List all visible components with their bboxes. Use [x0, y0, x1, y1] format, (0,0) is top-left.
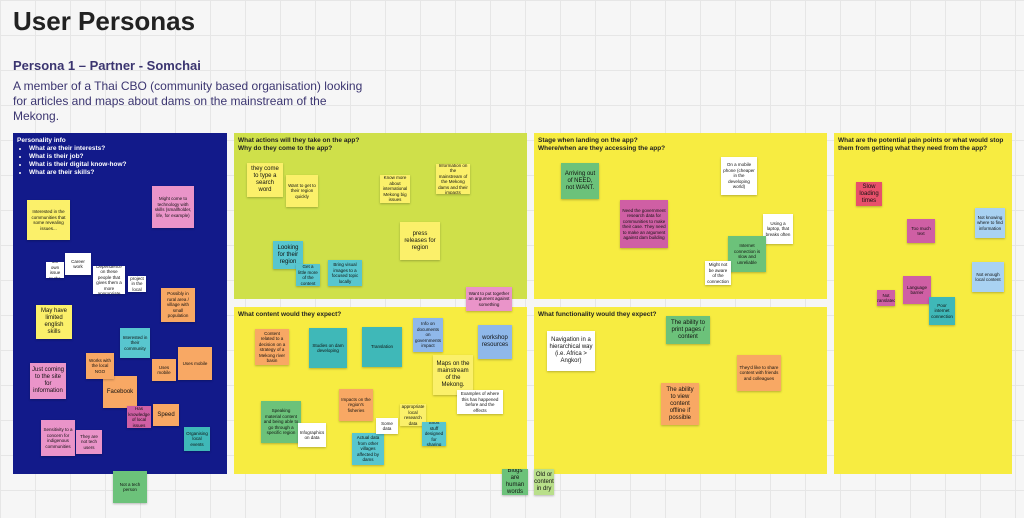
sticky-note[interactable]: Career work — [65, 253, 91, 275]
sticky-note[interactable]: appropriate local research data — [400, 404, 426, 426]
board-title: User Personas — [13, 6, 196, 36]
personality-panel-title: Personality info — [17, 137, 66, 144]
sticky-note[interactable]: they come to type a search word — [247, 163, 283, 197]
sticky-note[interactable]: Want to put together an argument against… — [466, 287, 512, 311]
sticky-note[interactable]: Not knowing where to find information — [975, 208, 1005, 238]
personality-question: What is their digital know-how? — [29, 161, 127, 169]
sticky-note[interactable]: Might come to technology with skills (sm… — [152, 186, 194, 228]
sticky-note[interactable]: Blogs are human words — [502, 469, 528, 495]
sticky-note[interactable]: Language barrier — [903, 276, 931, 304]
personality-question: What are their interests? — [29, 145, 127, 153]
sticky-note[interactable]: Bring visual images to a focused topic l… — [328, 260, 362, 286]
pain-points-panel-title: What are the potential pain points or wh… — [838, 137, 1004, 152]
sticky-note[interactable]: Has knowledge of local issues — [127, 406, 151, 428]
content-panel-title: What content would they expect? — [238, 311, 342, 318]
sticky-note[interactable]: Some data — [376, 418, 398, 434]
stage-panel-title: Stage when landing on the app? Where/whe… — [538, 137, 666, 152]
sticky-note[interactable]: Interested in the communities that some … — [27, 200, 70, 240]
sticky-note[interactable]: They are not tech users — [76, 430, 102, 454]
sticky-note[interactable]: Not a tech person — [113, 471, 147, 503]
sticky-note[interactable]: Speed — [153, 404, 179, 426]
sticky-note[interactable]: The ability to print pages / content — [666, 316, 710, 344]
persona-description: A member of a Thai CBO (community based … — [13, 79, 363, 123]
sticky-note[interactable]: Know more about international Mekong big… — [380, 175, 410, 203]
personality-question: What are their skills? — [29, 169, 127, 177]
sticky-note[interactable]: Organising local events — [184, 427, 210, 451]
actions-panel: What actions will they take on the app? … — [234, 133, 527, 299]
sticky-note[interactable]: Need the government research data for co… — [620, 200, 668, 248]
sticky-note[interactable]: Not enough local content — [972, 262, 1004, 292]
sticky-note[interactable]: On a mobile phone (cheaper in the develo… — [721, 157, 757, 195]
sticky-note[interactable]: Sensitivity to a concern for indigenous … — [41, 420, 75, 456]
sticky-note[interactable]: Uses mobile — [178, 347, 212, 380]
sticky-note[interactable]: Cover our own issue to the basin — [46, 262, 64, 278]
sticky-note[interactable]: Maps on the mainstream of the Mekong. — [433, 355, 473, 395]
sticky-note[interactable]: Studies on dam developing — [309, 328, 347, 368]
personality-question: What is their job? — [29, 153, 127, 161]
stage-panel: Stage when landing on the app? Where/whe… — [534, 133, 827, 299]
sticky-note[interactable]: press releases for region — [400, 222, 440, 260]
sticky-note[interactable]: Dependence on these people that gives th… — [93, 266, 125, 294]
sticky-note[interactable]: Sees a project in the local context — [128, 276, 146, 292]
sticky-note[interactable]: Using a laptop, that breaks often — [763, 214, 793, 244]
sticky-note[interactable]: The ability to view content offline if p… — [661, 383, 699, 425]
sticky-note[interactable]: Internet connection is slow and unreliab… — [728, 236, 766, 272]
sticky-note[interactable]: Old or content in dry — [534, 469, 554, 495]
sticky-note[interactable]: Infographics on data — [298, 423, 326, 447]
sticky-note[interactable]: Examples of where this has happened befo… — [457, 390, 503, 414]
sticky-note[interactable]: Too much text — [907, 219, 935, 243]
sticky-note[interactable]: Short stuff designed for sharing — [422, 422, 446, 446]
sticky-note[interactable]: Just coming to the site for information — [30, 363, 66, 399]
sticky-note[interactable]: Facebook — [103, 376, 137, 408]
sticky-note[interactable]: Possibly in rural area / village with sm… — [161, 288, 195, 322]
sticky-note[interactable]: Content related to a decision on a strat… — [255, 329, 289, 365]
persona-title: Persona 1 – Partner - Somchai — [13, 58, 201, 73]
sticky-note[interactable]: Works with the local NGO — [86, 353, 114, 379]
sticky-note[interactable]: Slow loading times — [856, 182, 882, 206]
sticky-note[interactable]: Get a little more of the content — [296, 264, 320, 286]
personality-question-list: What are their interests? What is their … — [17, 145, 127, 177]
sticky-note[interactable]: Might not be aware of the connection — [705, 261, 731, 285]
sticky-note[interactable]: They'd like to share content with friend… — [737, 355, 781, 391]
sticky-note[interactable]: Uses mobile — [152, 359, 176, 381]
sticky-note[interactable]: Translation — [362, 327, 402, 367]
sticky-note[interactable]: Interested in their community — [120, 328, 150, 358]
sticky-note[interactable]: May have limited english skills — [36, 305, 72, 339]
personality-panel-header: Personality info What are their interest… — [17, 137, 127, 177]
sticky-note[interactable]: workshop resources — [478, 325, 512, 359]
sticky-note[interactable]: Speaking material content and being able… — [261, 401, 301, 443]
sticky-note[interactable]: Not translated — [877, 290, 895, 306]
sticky-note[interactable]: Actual data from other villages affected… — [352, 433, 384, 465]
sticky-note[interactable]: Arriving out of NEED, not WANT. — [561, 163, 599, 199]
sticky-note[interactable]: Information on the mainstream of the Mek… — [436, 164, 470, 194]
sticky-note[interactable]: Info on documents on governments impact — [413, 318, 443, 352]
sticky-note[interactable]: Poor internet connection — [929, 297, 955, 325]
sticky-note[interactable]: Navigation in a hierarchical way (i.e. A… — [547, 331, 595, 371]
actions-panel-title: What actions will they take on the app? … — [238, 137, 360, 152]
functionality-panel-title: What functionality would they expect? — [538, 311, 657, 318]
sticky-note[interactable]: Want to get to their region quickly — [286, 175, 318, 207]
sticky-note[interactable]: Impacts on the region's fisheries — [339, 389, 373, 421]
